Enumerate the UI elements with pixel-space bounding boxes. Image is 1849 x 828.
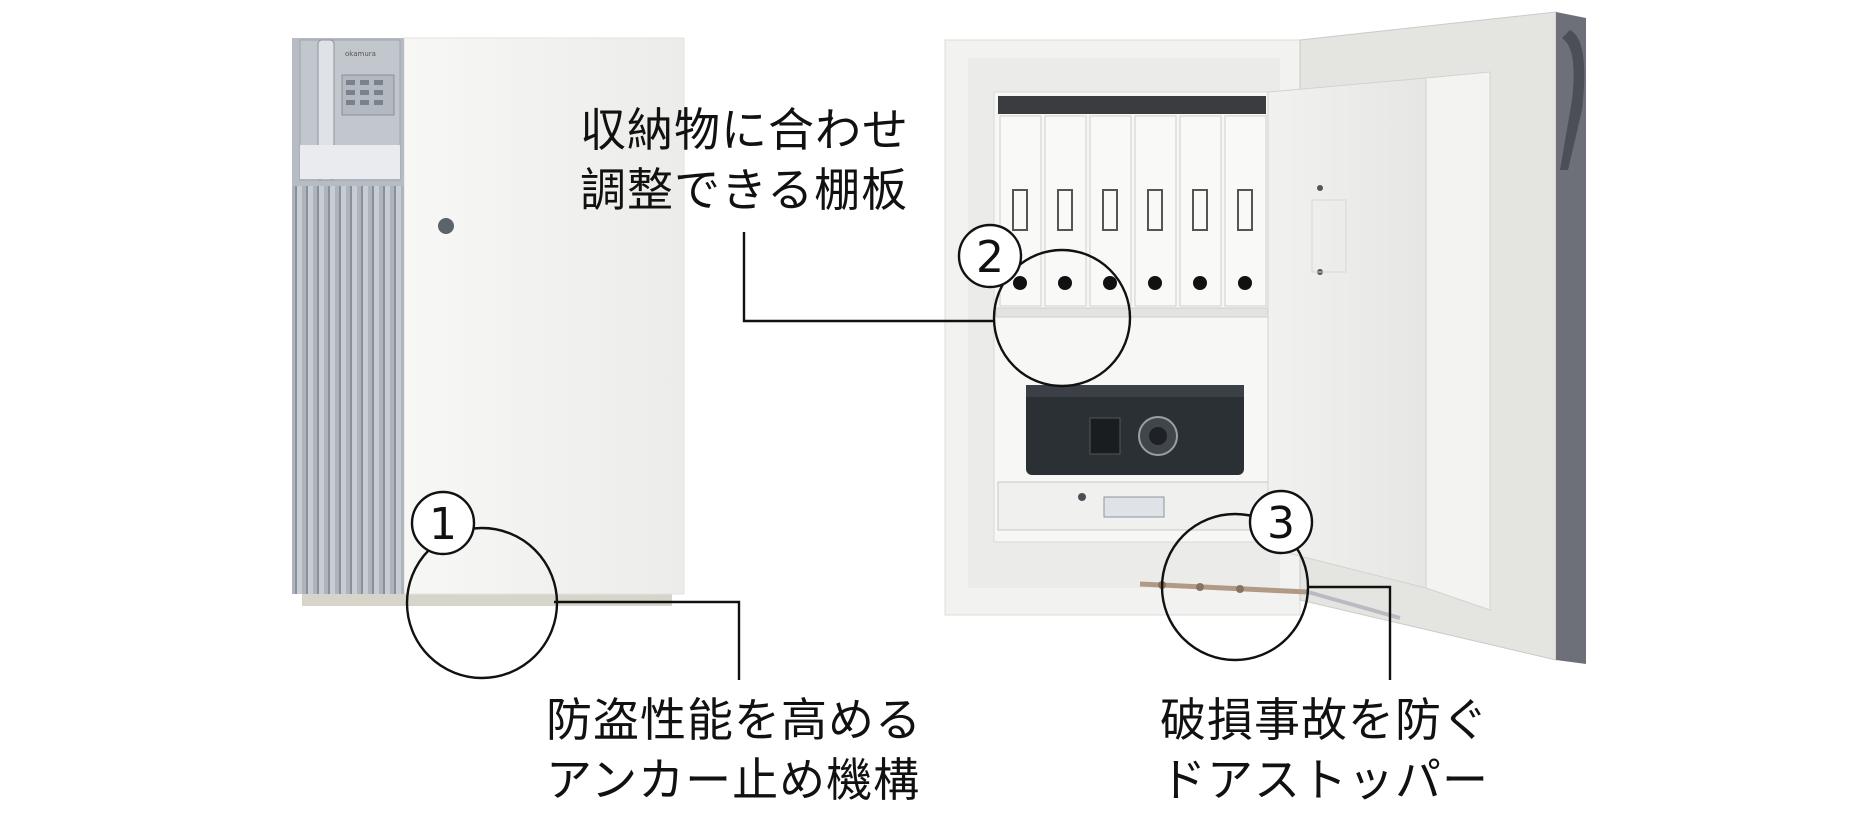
callout-3-label: 破損事故を防ぐ ドアストッパー <box>1160 690 1489 810</box>
side-ribs <box>292 186 404 594</box>
callout-1-leader <box>554 600 741 680</box>
binders <box>999 115 1267 307</box>
keyhole-icon <box>438 218 454 234</box>
callout-2-graphics <box>742 223 1132 388</box>
callout-1-line-2: アンカー止め機構 <box>546 753 921 807</box>
binder <box>1179 115 1222 307</box>
callout-3-badge <box>1248 489 1314 555</box>
callout-3-line-1: 破損事故を防ぐ <box>1160 693 1489 747</box>
callout-1-graphics <box>405 490 741 680</box>
callout-1-badge <box>410 490 476 556</box>
binder <box>1044 115 1087 307</box>
callout-3-line-2: ドアストッパー <box>1160 753 1489 807</box>
open-door <box>1267 11 1586 664</box>
binder <box>1224 115 1267 307</box>
callout-3-number: 3 <box>1267 498 1295 549</box>
callout-2-badge <box>957 223 1023 289</box>
binder <box>999 115 1042 307</box>
callout-1-number: 1 <box>429 499 457 550</box>
callout-2-number: 2 <box>976 232 1004 283</box>
keypad-icon <box>341 74 395 116</box>
svg-text:okamura: okamura <box>345 50 376 58</box>
callout-1-label: 防盗性能を高める アンカー止め機構 <box>546 690 922 810</box>
callout-3-leader <box>1308 585 1392 680</box>
binder <box>1089 115 1132 307</box>
binder <box>1134 115 1177 307</box>
callout-2-line-1: 収納物に合わせ <box>580 103 909 157</box>
callout-2-leader <box>742 232 994 323</box>
open-safe <box>944 11 1586 664</box>
drawer <box>997 481 1269 531</box>
inner-cash-box <box>1026 385 1244 475</box>
callout-2-ring <box>992 248 1132 388</box>
callout-2-label: 収納物に合わせ 調整できる棚板 <box>580 100 909 220</box>
adjustable-shelf <box>995 307 1269 318</box>
callout-3-graphics <box>1160 489 1392 680</box>
callout-1-line-1: 防盗性能を高める <box>546 693 922 747</box>
closed-safe: okamura <box>292 37 685 606</box>
callout-2-line-2: 調整できる棚板 <box>580 163 909 217</box>
